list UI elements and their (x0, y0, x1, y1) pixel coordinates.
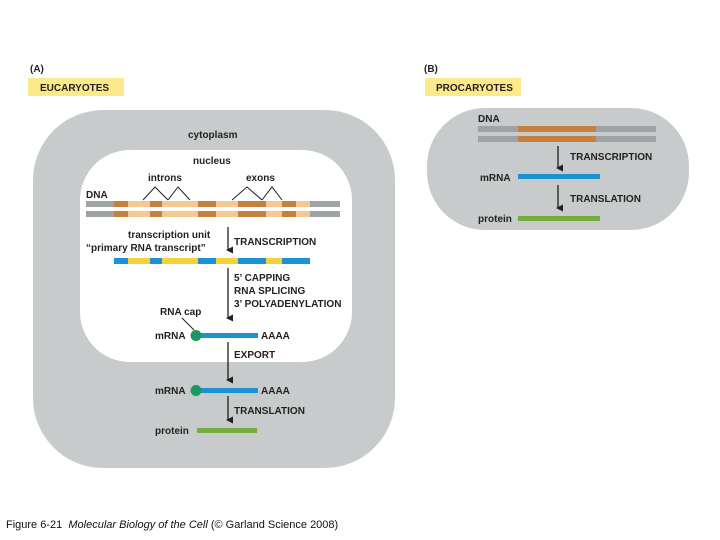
transcription-unit-label: transcription unit (128, 230, 211, 241)
exon-5-bottom (282, 211, 296, 217)
mrna-cytoplasm-label: mRNA (155, 386, 186, 397)
splicing-label: RNA SPLICING (234, 286, 306, 297)
mrna-cytoplasm-strand (198, 388, 258, 393)
panel-a-title: EUCARYOTES (40, 83, 109, 94)
nucleus-label: nucleus (193, 156, 231, 167)
exons-bracket-2 (261, 186, 283, 201)
rna-cap-pointer (181, 317, 195, 331)
exon-2-bottom (150, 211, 162, 217)
dna-b-gene-top (518, 126, 596, 132)
protein-label-a: protein (155, 426, 189, 437)
capping-label: 5’ CAPPING (234, 273, 290, 284)
dna-label-a: DNA (86, 190, 108, 201)
exon-5-top (282, 201, 296, 207)
transcription-label-b: TRANSCRIPTION (570, 152, 652, 163)
exon-4-bottom (238, 211, 266, 217)
mrna-label-b: mRNA (480, 173, 511, 184)
panel-b-title-bar (425, 78, 521, 96)
mrna-nucleus-cap (190, 330, 202, 341)
primary-rna-exons (114, 258, 310, 264)
exons-label: exons (246, 173, 275, 184)
exon-3-top (198, 201, 216, 207)
caption-book: Molecular Biology of the Cell (68, 519, 208, 531)
dna-double-strand-b (478, 126, 656, 142)
export-label: EXPORT (234, 350, 275, 361)
rna-cap-label: RNA cap (160, 307, 201, 318)
primary-rna-intron-4 (266, 258, 282, 264)
translation-label-b: TRANSLATION (570, 194, 641, 205)
primary-rna-intron-3 (216, 258, 238, 264)
mrna-b-strand (518, 174, 600, 179)
introns-bracket-2 (167, 186, 191, 201)
cytoplasm-label: cytoplasm (188, 130, 238, 141)
mrna-nucleus-label: mRNA (155, 331, 186, 342)
transcription-label-a: TRANSCRIPTION (234, 237, 316, 248)
panel-a-title-bar (28, 78, 124, 96)
nucleus (80, 150, 352, 362)
introns-bracket-1 (142, 186, 169, 201)
primary-transcript-label: “primary RNA transcript” (86, 243, 206, 254)
mrna-cytoplasm-cap (190, 385, 202, 396)
caption-figure: Figure 6-21 (6, 519, 63, 531)
protein-bar-b (518, 216, 600, 221)
primary-rna-transcript (114, 258, 310, 264)
panel-b-title: PROCARYOTES (436, 83, 513, 94)
exon-1-bottom (114, 211, 128, 217)
polya-nucleus-label: AAAA (261, 331, 290, 342)
panel-a-letter: (A) (30, 64, 44, 75)
dna-double-strand-a (86, 201, 340, 217)
exons-bracket-1 (231, 186, 263, 201)
dna-b-gene-bottom (518, 136, 596, 142)
panel-a-eucaryotes: (A) EUCARYOTES cytoplasm nucleus introns… (28, 64, 395, 468)
panel-b-procaryotes: (B) PROCARYOTES DNA TRANSCRIPTION mRNA T… (424, 64, 689, 230)
exon-3-bottom (198, 211, 216, 217)
caption-credit: (© Garland Science 2008) (210, 519, 339, 531)
polya-cytoplasm-label: AAAA (261, 386, 290, 397)
mrna-nucleus-strand (198, 333, 258, 338)
dna-label-b: DNA (478, 114, 500, 125)
figure-caption: Figure 6-21 Molecular Biology of the Cel… (6, 519, 338, 531)
protein-label-b: protein (478, 214, 512, 225)
primary-rna-intron-2 (162, 258, 198, 264)
panel-b-letter: (B) (424, 64, 438, 75)
exon-2-top (150, 201, 162, 207)
primary-rna-intron-1 (128, 258, 150, 264)
exon-1-top (114, 201, 128, 207)
exon-4-top (238, 201, 266, 207)
polyadenylation-label: 3’ POLYADENYLATION (234, 299, 341, 310)
introns-label: introns (148, 173, 182, 184)
protein-bar-a (197, 428, 257, 433)
translation-label-a: TRANSLATION (234, 406, 305, 417)
